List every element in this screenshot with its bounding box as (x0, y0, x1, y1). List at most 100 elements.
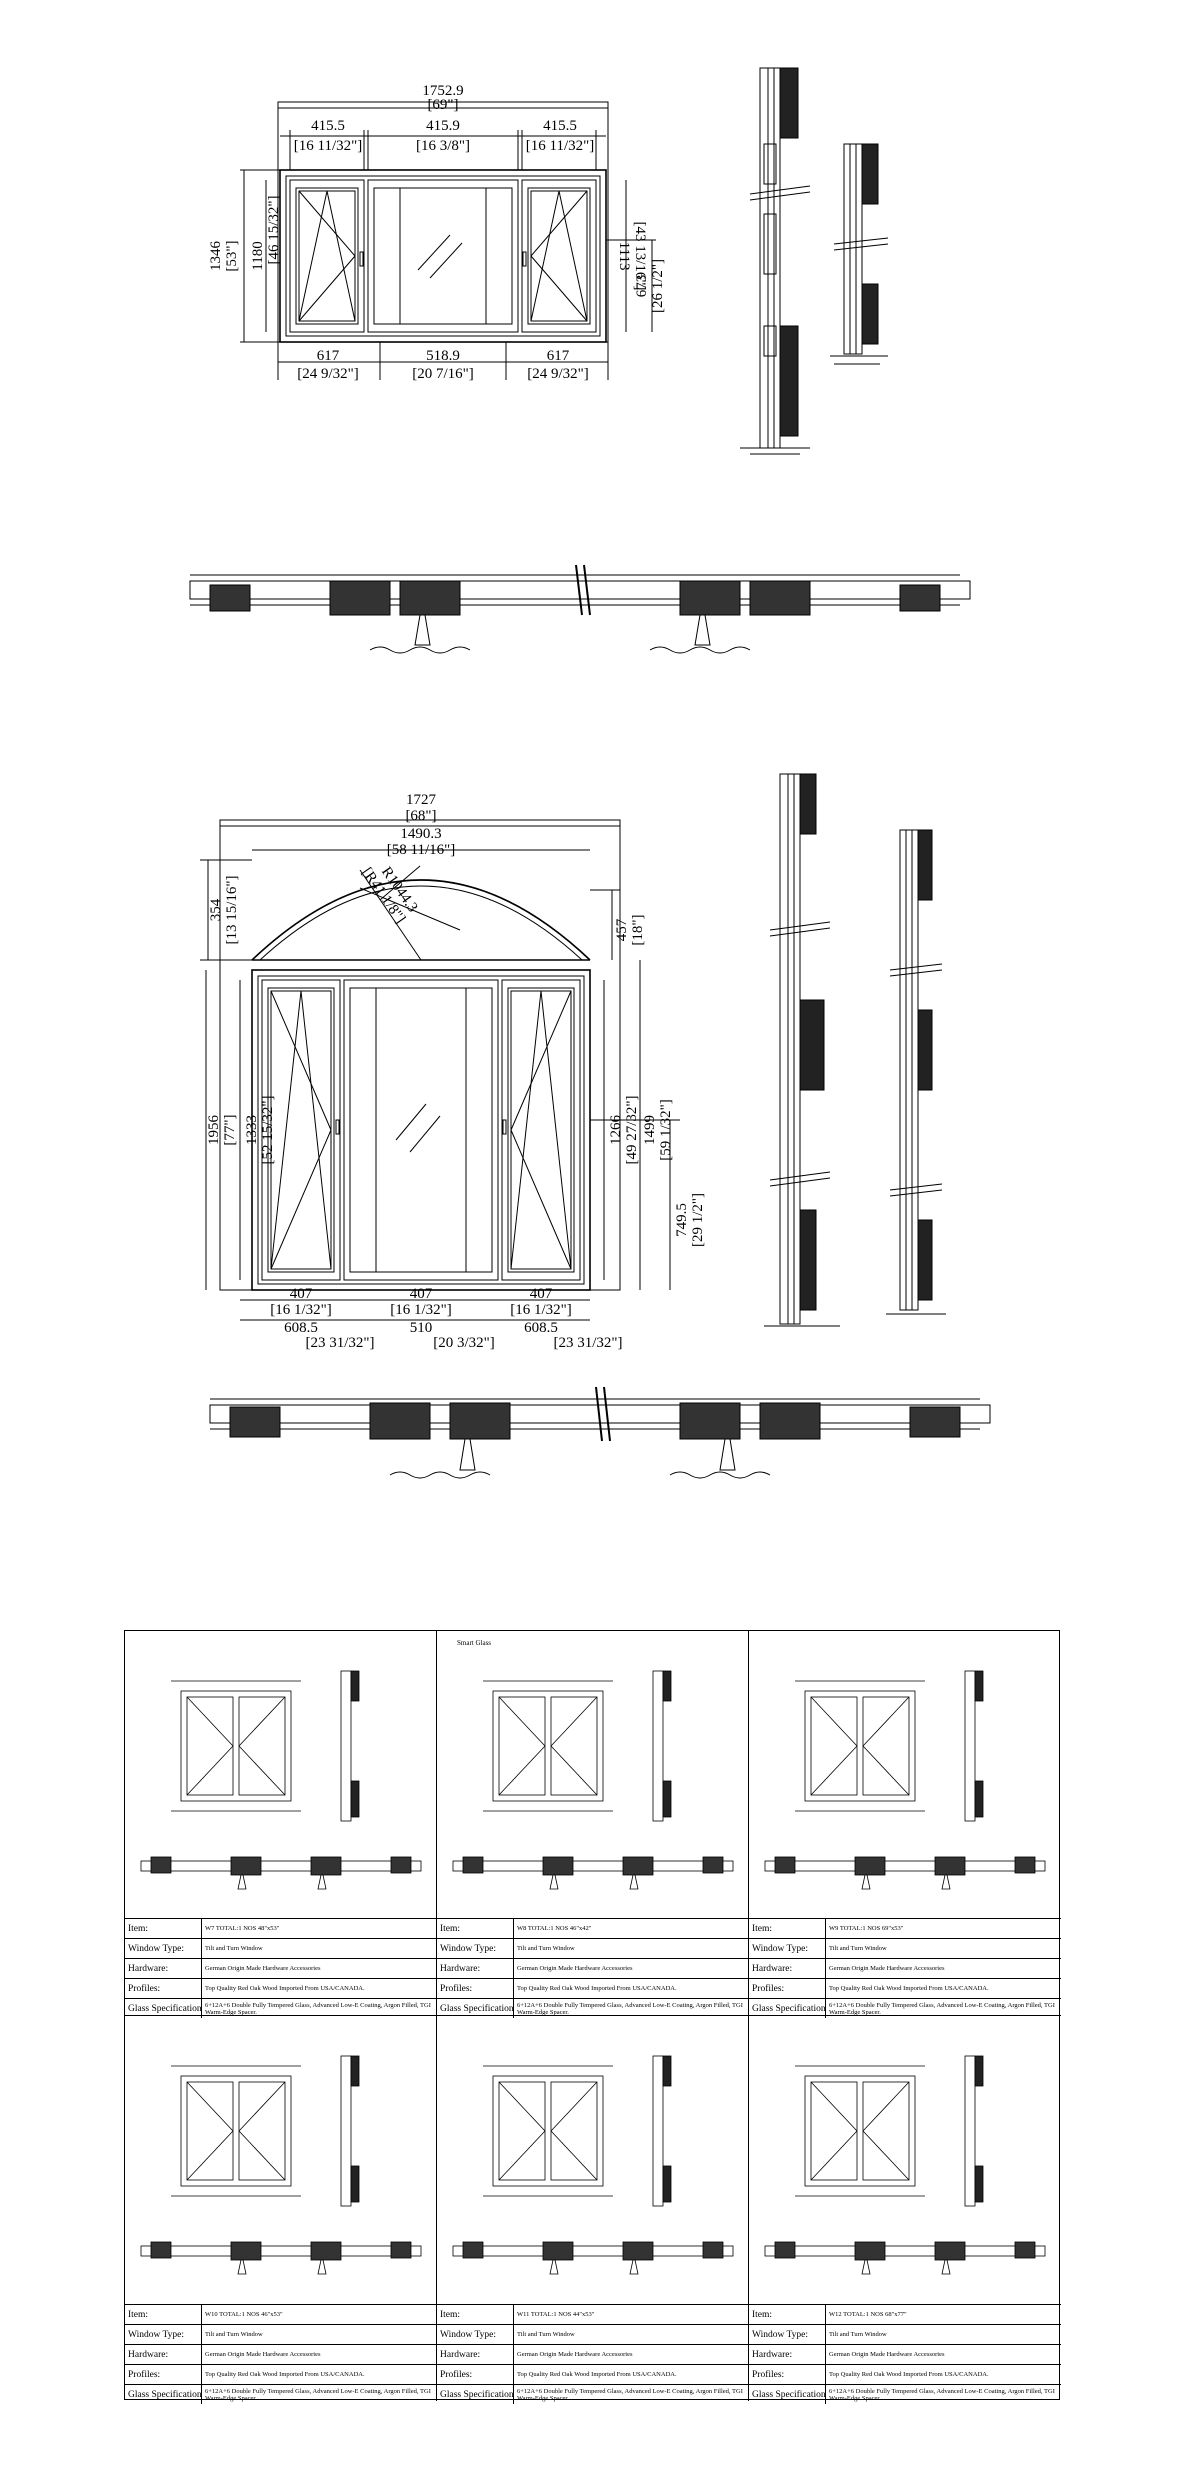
bottom-dim-right: 617 (547, 348, 570, 364)
wall-section (779, 67, 799, 139)
hardware-value: German Origin Made Hardware Accessories (825, 2344, 1061, 2365)
wall-section (861, 143, 879, 205)
item-label: Item: (125, 1919, 202, 1939)
window-type-label: Window Type: (437, 1938, 514, 1959)
spec-table: Item:W10 TOTAL:1 NOS 46"x53" Window Type… (125, 2304, 436, 2404)
window-thumbnail (452, 1670, 734, 1890)
spec-table: Item:W9 TOTAL:1 NOS 69"x53" Window Type:… (749, 1918, 1061, 2018)
arch-rise-dim-in: [13 15/16"] (224, 875, 240, 944)
right-sash (521, 179, 597, 333)
schedule-cell: Item:W10 TOTAL:1 NOS 46"x53" Window Type… (125, 2016, 437, 2404)
bottom-dim-left-in: [24 9/32"] (297, 366, 359, 382)
wall-section (917, 1009, 933, 1091)
window-2-vertical-section (764, 773, 946, 1327)
wall-section (799, 999, 825, 1091)
handle-height-dim: 673 (634, 275, 650, 298)
hardware-value: German Origin Made Hardware Accessories (825, 1958, 1061, 1979)
item-value: W10 TOTAL:1 NOS 46"x53" (205, 2311, 283, 2318)
profiles-value: Top Quality Red Oak Wood Imported From U… (825, 1978, 1061, 1999)
window-type-value: Tilt and Turn Window (201, 2324, 436, 2345)
profiles-label: Profiles: (125, 1978, 202, 1999)
left-sash (261, 979, 341, 1281)
glass-label: Glass Specification: (749, 2384, 826, 2404)
glass-value: 6+12A+6 Double Fully Tempered Glass, Adv… (825, 1998, 1061, 2018)
glass-label: Glass Specification: (437, 1998, 514, 2018)
top-dim-right-in: [16 11/32"] (526, 138, 594, 154)
handle-icon (359, 251, 364, 267)
profiles-value: Top Quality Red Oak Wood Imported From U… (201, 2364, 436, 2385)
handle-icon (502, 1119, 507, 1135)
profiles-label: Profiles: (749, 2364, 826, 2385)
item-label: Item: (749, 2305, 826, 2325)
right-height-dim-in: [43 13/16"] (632, 221, 648, 290)
right-outer-dim: 1499 (642, 1115, 658, 1145)
bottom-dim-left: 617 (317, 348, 340, 364)
window-type-label: Window Type: (749, 1938, 826, 1959)
left-inner-dim-in: [52 15/32"] (260, 1095, 276, 1164)
glass-label: Glass Specification: (125, 2384, 202, 2404)
right-inner-dim: 1266 (608, 1115, 624, 1146)
profiles-label: Profiles: (437, 1978, 514, 1999)
hardware-label: Hardware: (437, 1958, 514, 1979)
outer-frame (251, 969, 591, 1291)
item-value: W8 TOTAL:1 NOS 46"x42" (517, 1925, 592, 1932)
window-type-label: Window Type: (125, 2324, 202, 2345)
right-outer-dim-in: [59 1/32"] (658, 1099, 674, 1161)
bottom-dim-right-in: [23 31/32"] (553, 1335, 623, 1351)
sash-dim-right-in: [16 1/32"] (510, 1302, 572, 1318)
top-dim-right: 415.5 (543, 118, 577, 134)
window-type-value: Tilt and Turn Window (201, 1938, 436, 1959)
bottom-dim-right: 608.5 (524, 1320, 558, 1336)
glass-value: 6+12A+6 Double Fully Tempered Glass, Adv… (201, 2384, 436, 2404)
window-type-label: Window Type: (125, 1938, 202, 1959)
handle-icon (414, 614, 431, 646)
arch-right-dim: 457 (614, 918, 630, 941)
arch-width-dim: 1490.3 (400, 826, 441, 842)
center-fixed-pane (367, 179, 519, 333)
sash-dim-left: 407 (290, 1286, 313, 1302)
arch-width-dim-in: [58 11/16"] (387, 842, 455, 858)
window-schedule-sheet: Item:W7 TOTAL:1 NOS 48"x53" Window Type:… (124, 1630, 1061, 2404)
handle-icon (694, 614, 711, 646)
wall-section (861, 283, 879, 345)
hardware-label: Hardware: (437, 2344, 514, 2365)
hardware-label: Hardware: (749, 2344, 826, 2365)
glass-label: Glass Specification: (125, 1998, 202, 2018)
item-label: Item: (437, 2305, 514, 2325)
window-thumbnail (140, 2055, 422, 2275)
hardware-label: Hardware: (125, 2344, 202, 2365)
wall-section (779, 325, 799, 437)
profiles-value: Top Quality Red Oak Wood Imported From U… (513, 1978, 748, 1999)
bottom-dim-center-in: [20 7/16"] (412, 366, 474, 382)
sash-dim-center-in: [16 1/32"] (390, 1302, 452, 1318)
left-height-dim-in: [53"] (224, 240, 240, 271)
overall-width-dim: 1752.9 (422, 83, 463, 99)
left-inner-dim-in: [46 15/32"] (266, 195, 282, 264)
item-value: W11 TOTAL:1 NOS 44"x53" (517, 2311, 595, 2318)
sash-dim-right: 407 (530, 1286, 553, 1302)
left-height-dim: 1956 (206, 1115, 222, 1146)
item-value: W12 TOTAL:1 NOS 68"x77" (829, 2311, 907, 2318)
hardware-label: Hardware: (749, 1958, 826, 1979)
bottom-dim-center: 518.9 (426, 348, 460, 364)
arch-rise-dim: 354 (208, 898, 224, 921)
right-sash (501, 979, 581, 1281)
handle-height-dim-in: [26 1/2"] (650, 259, 666, 313)
spec-table: Item:W11 TOTAL:1 NOS 44"x53" Window Type… (437, 2304, 748, 2404)
arch-right-dim-in: [18"] (630, 914, 646, 945)
top-dim-center: 415.9 (426, 118, 460, 134)
window-type-value: Tilt and Turn Window (825, 1938, 1061, 1959)
window-thumbnail (764, 1670, 1046, 1890)
item-label: Item: (749, 1919, 826, 1939)
glass-value: 6+12A+6 Double Fully Tempered Glass, Adv… (513, 2384, 748, 2404)
sash-dim-left-in: [16 1/32"] (270, 1302, 332, 1318)
overall-dimension-box (219, 819, 621, 1291)
handle-icon (522, 251, 527, 267)
bottom-dim-center: 510 (410, 1320, 433, 1336)
glass-value: 6+12A+6 Double Fully Tempered Glass, Adv… (825, 2384, 1061, 2404)
hardware-value: German Origin Made Hardware Accessories (201, 2344, 436, 2365)
schedule-cell: Item:W12 TOTAL:1 NOS 68"x77" Window Type… (749, 2016, 1061, 2404)
profiles-value: Top Quality Red Oak Wood Imported From U… (201, 1978, 436, 1999)
wall-section (917, 829, 933, 901)
top-dim-left: 415.5 (311, 118, 345, 134)
